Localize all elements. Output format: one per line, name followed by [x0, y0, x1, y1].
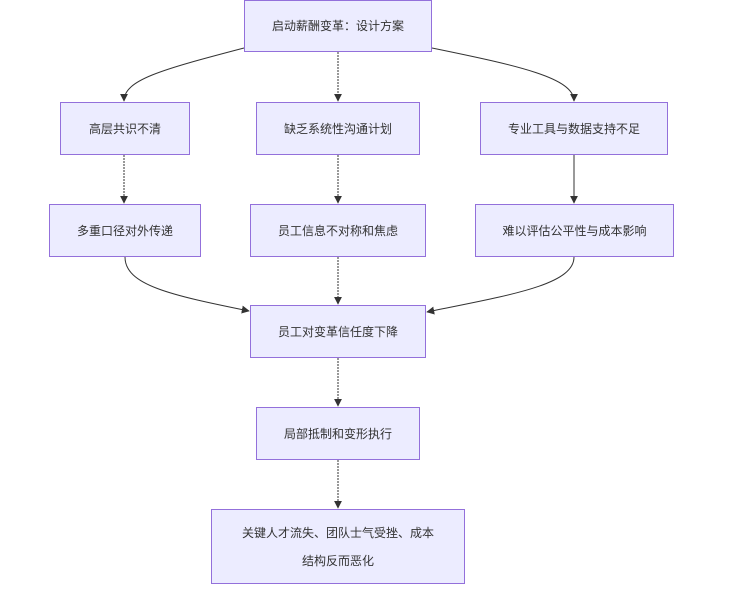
- node-communication-plan: 缺乏系统性沟通计划: [256, 102, 420, 155]
- node-leadership-consensus: 高层共识不清: [60, 102, 190, 155]
- node-label: 难以评估公平性与成本影响: [502, 223, 647, 238]
- node-final-outcome: 关键人才流失、团队士气受挫、成本 结构反而恶化: [211, 509, 465, 584]
- node-label: 员工对变革信任度下降: [277, 324, 398, 339]
- node-label-line-1: 关键人才流失、团队士气受挫、成本: [241, 525, 434, 540]
- node-label-line-2: 结构反而恶化: [301, 553, 374, 568]
- node-local-resistance: 局部抵制和变形执行: [256, 407, 420, 460]
- node-label: 高层共识不清: [88, 121, 161, 136]
- edge-A-D: [431, 47, 578, 102]
- node-label: 启动薪酬变革：设计方案: [271, 19, 404, 33]
- node-start-reform: 启动薪酬变革：设计方案: [244, 0, 432, 52]
- node-label: 专业工具与数据支持不足: [507, 121, 640, 136]
- edge-A-B: [120, 47, 245, 102]
- node-label: 多重口径对外传递: [76, 223, 173, 238]
- edge-G-H: [426, 256, 575, 315]
- node-label: 局部抵制和变形执行: [283, 426, 392, 441]
- node-info-asymmetry: 员工信息不对称和焦虑: [250, 204, 426, 257]
- node-tools-data: 专业工具与数据支持不足: [480, 102, 668, 155]
- node-label: 员工信息不对称和焦虑: [277, 223, 398, 238]
- node-trust-decline: 员工对变革信任度下降: [250, 305, 426, 358]
- edge-E-H: [124, 256, 250, 314]
- node-fairness-evaluation: 难以评估公平性与成本影响: [475, 204, 674, 257]
- node-label: 缺乏系统性沟通计划: [283, 121, 392, 136]
- node-multiple-messages: 多重口径对外传递: [49, 204, 201, 257]
